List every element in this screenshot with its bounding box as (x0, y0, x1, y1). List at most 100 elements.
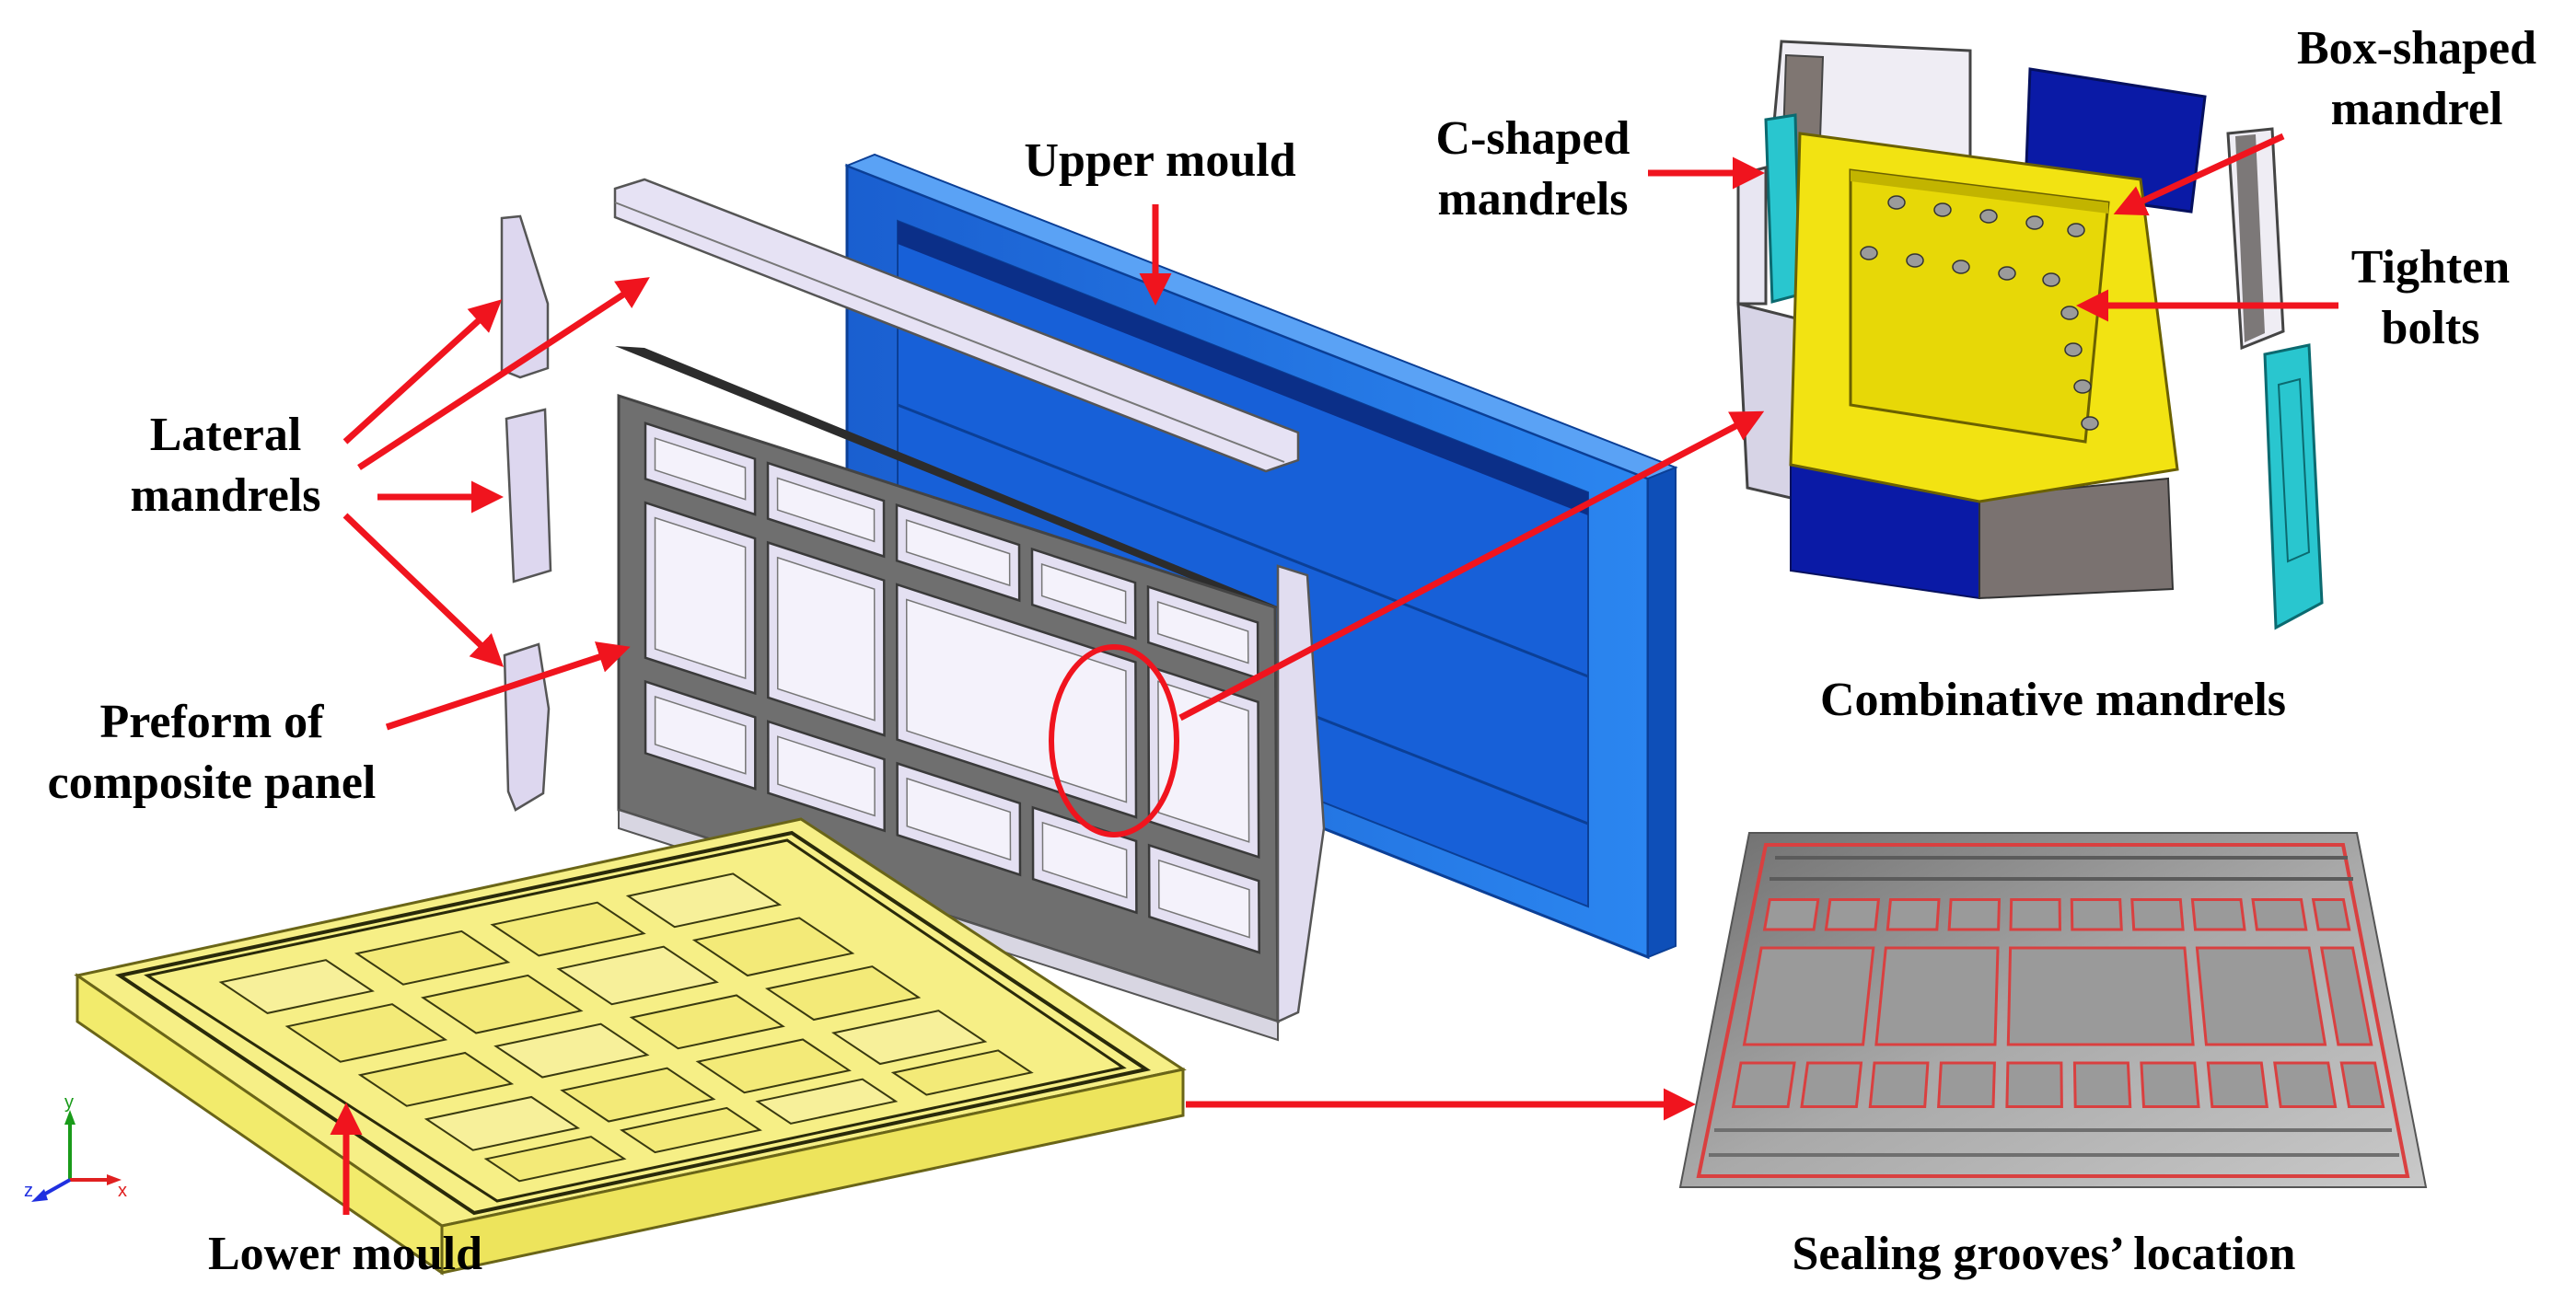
sealing-groove-cell (2009, 898, 2062, 931)
lower-mould-cell (691, 917, 855, 977)
bolt-head (2025, 215, 2044, 230)
arrow-lateral-4 (342, 513, 505, 667)
label-preform-line2: composite panel (47, 756, 377, 809)
arrow-lateral-2 (357, 277, 650, 470)
sealing-groove-cell (1824, 898, 1881, 931)
bolt-head (1998, 266, 2016, 281)
lower-mould-cell (493, 1022, 650, 1079)
label-lateral-line2: mandrels (130, 469, 321, 522)
lower-mould-cell (625, 872, 783, 929)
sealing-groove-cell (1947, 898, 2002, 931)
lateral-mandrel-pieces (500, 214, 552, 812)
sealing-groove-cell (2339, 1061, 2385, 1108)
bolt-head (1906, 253, 1924, 268)
preform-cell-inner (1157, 859, 1250, 939)
lower-mould-cell (755, 1078, 899, 1125)
lower-mould-cell (764, 965, 922, 1022)
arrow-lateral-1 (342, 299, 503, 445)
lower-mould-cell (695, 1038, 852, 1094)
sealing-groove-cell (2070, 898, 2123, 931)
preform-cell-inner (905, 519, 1011, 587)
sealing-groove-cell (2319, 946, 2373, 1046)
label-c-shaped-line1: C-shaped (1435, 112, 1630, 165)
preform-cell-inner (1040, 562, 1127, 625)
sealing-groove-cell (2005, 1061, 2063, 1108)
label-box-shaped-line2: mandrel (2330, 83, 2503, 135)
sealing-groove-cell (1800, 1061, 1863, 1108)
sealing-groove-cell (2206, 1061, 2269, 1108)
lower-mould-cell (556, 945, 719, 1006)
lower-mould-cell (284, 1003, 448, 1063)
lower-mould-cell (830, 1010, 988, 1066)
preform-cell-inner (1041, 821, 1128, 899)
bolt-head (2060, 306, 2079, 320)
sealing-groove-cell (2140, 1061, 2200, 1108)
label-sealing-grooves: Sealing grooves’ location (1792, 1228, 2296, 1280)
label-tighten-line2: bolts (2381, 302, 2480, 354)
bolt-head (1979, 209, 1998, 224)
sealing-groove-cell (2072, 1061, 2132, 1108)
sealing-groove-cell (1874, 946, 2000, 1046)
lower-mould-cell (560, 1067, 716, 1123)
highlight-ellipse (1049, 644, 1179, 837)
lower-mould-cell (218, 959, 375, 1014)
sealing-groove-cell (2195, 946, 2327, 1046)
axis-z-label: z (24, 1181, 33, 1201)
bolt-head (2081, 416, 2099, 431)
label-tighten-line1: Tighten (2350, 241, 2511, 294)
sealing-groove-cell (2251, 898, 2308, 931)
sealing-groove-cell (1731, 1061, 1796, 1108)
axis-y-label: y (64, 1092, 74, 1113)
label-lower-mould: Lower mould (207, 1228, 483, 1280)
sealing-groove-cell (1937, 1061, 1996, 1108)
bolt-head (1933, 202, 1952, 217)
label-c-shaped-line2: mandrels (1437, 173, 1629, 225)
sealing-groove-cell (2273, 1061, 2338, 1108)
preform-cell-inner (654, 516, 747, 680)
combinative-mandrels (1736, 40, 2324, 630)
preform-cell-inner (905, 598, 1128, 803)
sealing-groove-cell (1742, 946, 1875, 1046)
preform-cell-inner (776, 477, 876, 543)
preform-cell-inner (654, 695, 747, 775)
sealing-groove-cell (2006, 946, 2195, 1046)
lower-mould-cell (424, 1095, 581, 1151)
annotation-arrows (330, 133, 2338, 1215)
label-upper-mould: Upper mould (1024, 134, 1296, 187)
preform-cell-inner (777, 735, 876, 817)
label-box-shaped-line1: Box-shaped (2296, 22, 2537, 75)
lower-mould-cell (357, 1051, 515, 1107)
bolt-head (2064, 342, 2083, 357)
bolt-head (2042, 272, 2060, 287)
preform-cell-inner (776, 556, 876, 722)
lower-mould-cell (490, 901, 646, 957)
label-lateral-line1: Lateral (149, 409, 302, 461)
bolt-head (2067, 223, 2085, 237)
lower-mould-cell (420, 974, 584, 1034)
axes-triad: y x z (24, 1092, 127, 1202)
axis-x-label: x (118, 1181, 127, 1201)
arrow-box-shaped (2113, 133, 2285, 216)
sealing-grooves-panel (1678, 832, 2428, 1188)
arrow-preform (385, 641, 631, 731)
arrow-combinative (1178, 410, 1765, 722)
lower-mould-cell (890, 1049, 1034, 1096)
sealing-groove-cell (1868, 1061, 1930, 1108)
bolt-head (1887, 195, 1906, 210)
preform-cell-inner (906, 777, 1012, 861)
lateral-mandrel-bar (613, 178, 1300, 473)
lower-mould-cell (483, 1136, 627, 1183)
preform-cell-inner (654, 437, 747, 501)
sealing-groove-cell (2130, 898, 2185, 931)
bolt-head (2073, 379, 2092, 394)
sealing-groove-cell (1886, 898, 1941, 931)
lower-mould-cell (629, 994, 785, 1050)
sealing-groove-cell (1762, 898, 1820, 931)
preform-cell-inner (1156, 600, 1249, 664)
bolt-head (1860, 246, 1878, 260)
lower-mould-cell (619, 1106, 762, 1154)
label-combinative-mandrels: Combinative mandrels (1819, 674, 2287, 726)
lower-mould-cell (354, 930, 511, 986)
label-preform-line1: Preform of (99, 696, 324, 748)
